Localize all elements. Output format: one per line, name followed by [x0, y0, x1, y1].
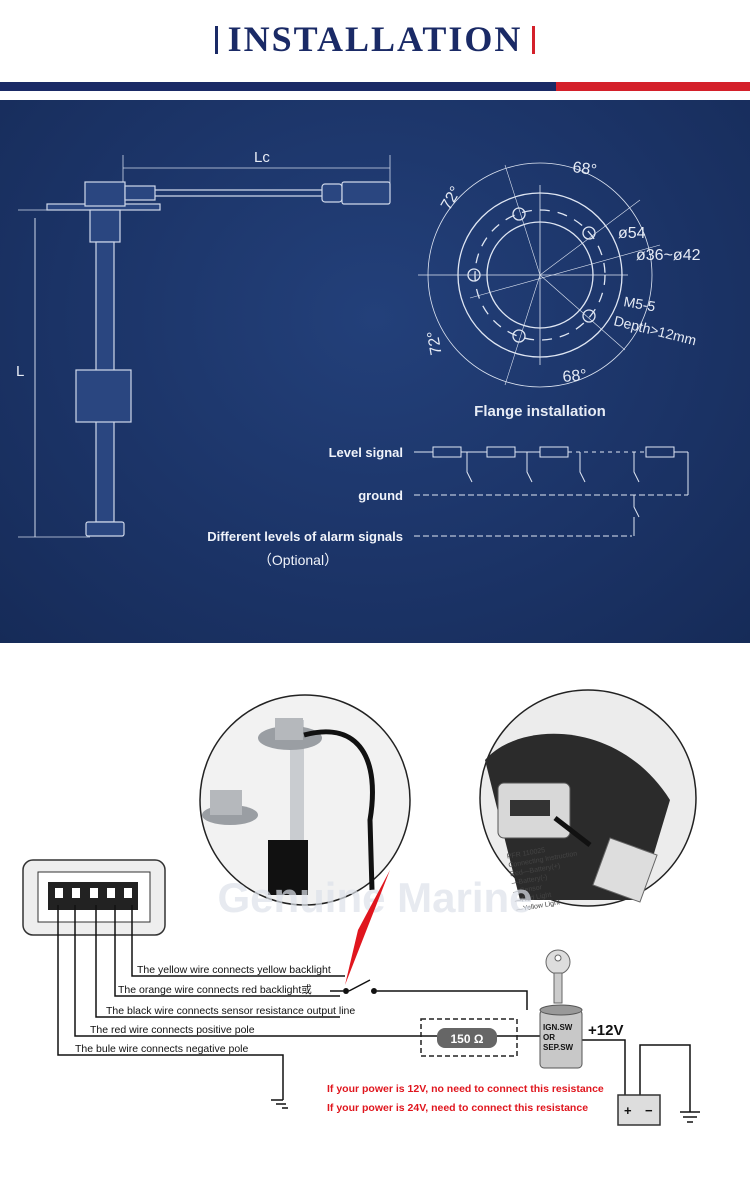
battery-plus: +: [624, 1103, 632, 1118]
wiring-diagram: PFR 110025 Connecting Instruction Red—Ba…: [22, 689, 700, 1126]
resistor-box: [420, 1018, 518, 1057]
technical-drawing-panel: L Lc 68° 72° 72° 68° ø54 ø36~ø42 M5-5 De…: [0, 100, 750, 643]
switch-label: IGN.SW: [543, 1023, 573, 1032]
power-notes: If your power is 12V, no need to connect…: [327, 1083, 604, 1114]
note-24v: If your power is 24V, need to connect th…: [327, 1102, 588, 1114]
level-signal-label: Level signal: [329, 445, 403, 460]
wire-label-yellow: The yellow wire connects yellow backligh…: [137, 964, 331, 976]
wiring-diagram-panel: PFR 110025 Connecting Instruction Red—Ba…: [0, 643, 750, 1193]
voltage-label: +12V: [588, 1022, 623, 1039]
screw-spec: M5-5: [622, 293, 656, 314]
key-icon: [545, 949, 571, 1004]
ignition-switch: IGN.SW OR SEP.SW: [539, 1004, 583, 1069]
sensor-photo: [199, 694, 411, 906]
wire-label-red: The red wire connects positive pole: [90, 1024, 255, 1036]
connector: [22, 859, 166, 936]
length-label: L: [16, 363, 24, 380]
wire-label-blue: The bule wire connects negative pole: [75, 1043, 249, 1055]
flange-labels: 68° 72° 72° 68° ø54 ø36~ø42 M5-5 Depth>1…: [425, 159, 701, 420]
title-bar-right: [532, 26, 536, 54]
cable-length-label: Lc: [254, 149, 270, 166]
header-stripe-red: [556, 82, 750, 91]
angle-label: 68°: [562, 367, 588, 386]
watermark: Genuine Marine: [217, 874, 532, 921]
wire-label-black: The black wire connects sensor resistanc…: [106, 1005, 355, 1017]
sensor-drawing: [18, 155, 391, 538]
header: INSTALLATION: [0, 0, 750, 100]
wires: [57, 905, 700, 1123]
title-bar-left: [214, 26, 218, 54]
alarm-label: Different levels of alarm signals: [207, 529, 403, 544]
angle-label: 72°: [425, 329, 446, 356]
flange-caption: Flange installation: [474, 403, 606, 420]
battery-icon: + −: [617, 1094, 661, 1126]
flange-drawing: [418, 162, 661, 388]
header-stripe-blue: [0, 82, 556, 91]
gauge-photo: PFR 110025 Connecting Instruction Red—Ba…: [479, 689, 697, 914]
resistor-value: 150 Ω: [451, 1032, 484, 1046]
switch-label: SEP.SW: [543, 1043, 574, 1052]
angle-label: 68°: [571, 159, 597, 179]
wire-labels: The yellow wire connects yellow backligh…: [75, 964, 355, 1055]
wire-label-orange: The orange wire connects red backlight或: [118, 984, 312, 996]
depth-spec: Depth>12mm: [612, 312, 698, 348]
ground-label: ground: [358, 488, 403, 503]
battery-minus: −: [645, 1103, 653, 1118]
red-arrow-icon: [345, 870, 390, 985]
note-12v: If your power is 12V, no need to connect…: [327, 1083, 604, 1095]
level-circuit: [414, 446, 689, 537]
diameter-outer: ø54: [618, 225, 646, 242]
angle-label: 72°: [438, 184, 465, 213]
circuit-labels: Level signal ground Different levels of …: [207, 445, 403, 568]
page-title: INSTALLATION: [0, 18, 750, 60]
technical-drawing: L Lc 68° 72° 72° 68° ø54 ø36~ø42 M5-5 De…: [16, 149, 701, 568]
diameter-inner: ø36~ø42: [636, 247, 701, 264]
resistor: [437, 1028, 497, 1048]
switch-label: OR: [543, 1033, 555, 1042]
optional-label: （Optional）: [258, 552, 338, 568]
title-text: INSTALLATION: [227, 19, 523, 59]
